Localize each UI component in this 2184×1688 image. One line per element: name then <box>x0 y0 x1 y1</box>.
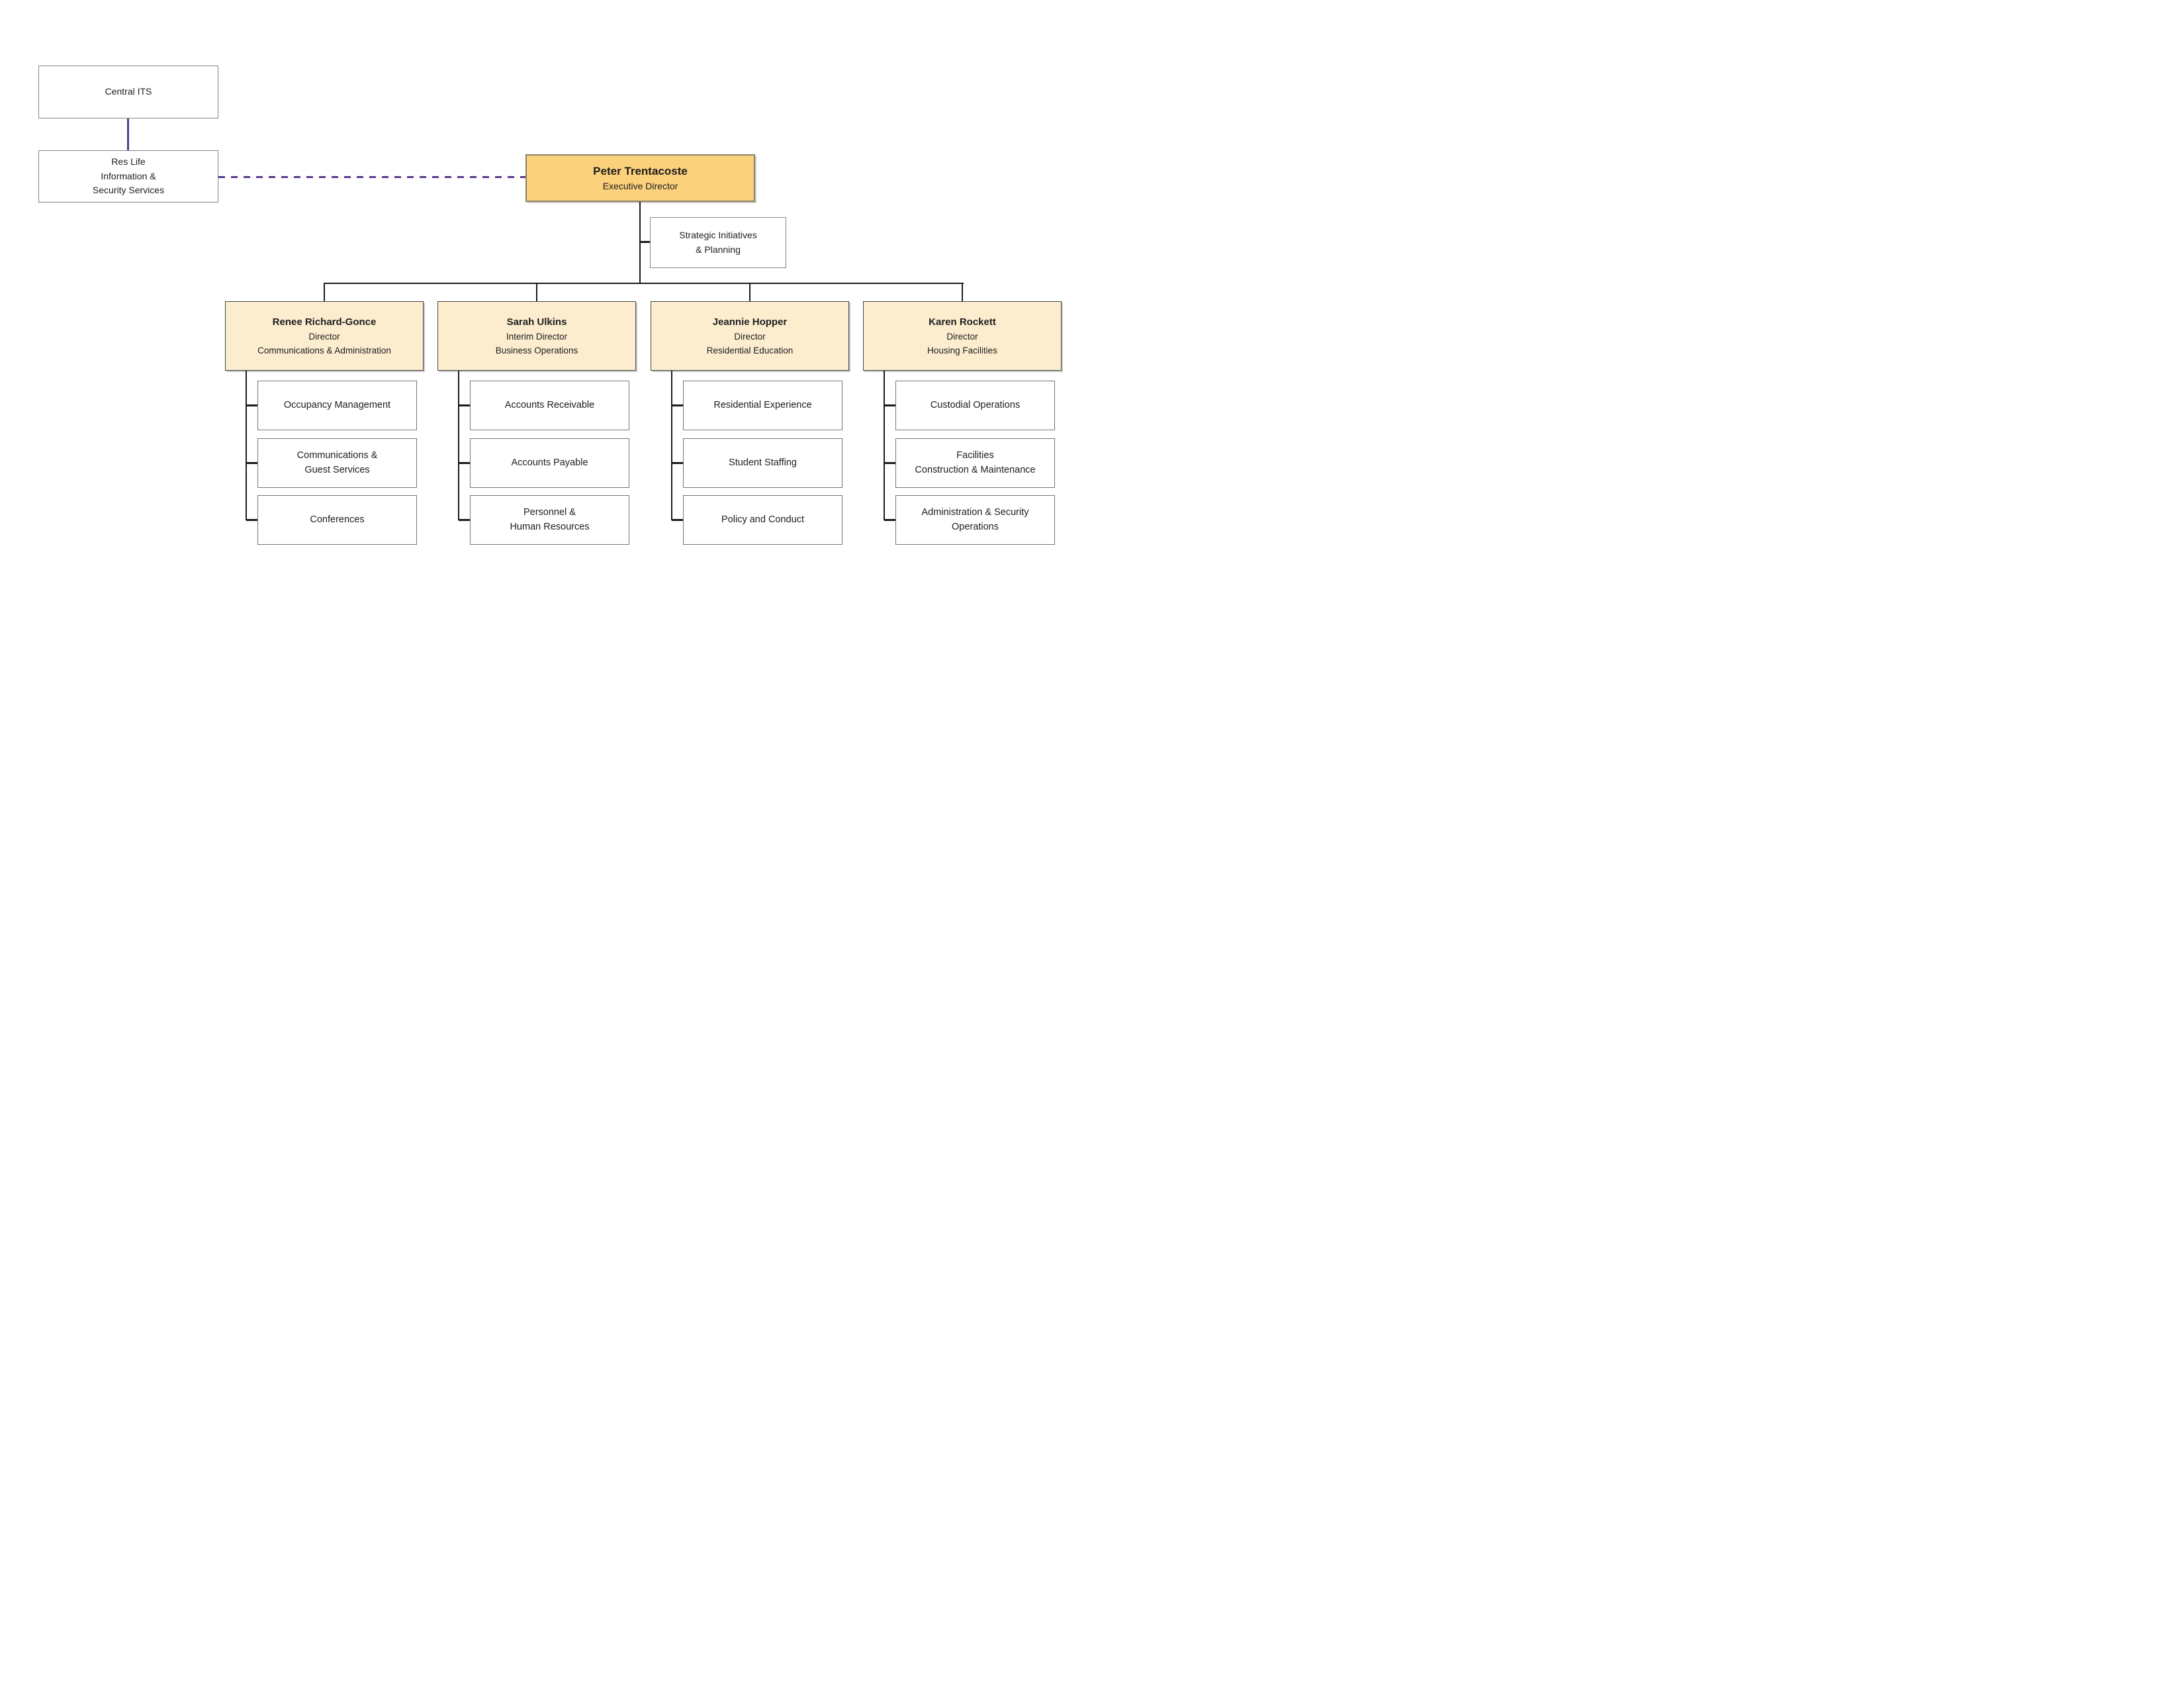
connector-stub-1-2 <box>459 519 470 521</box>
executive-title: Executive Director <box>602 181 678 192</box>
node-unit-administration-security-operations: Administration & Security Operations <box>895 495 1055 545</box>
unit-label: Occupancy Management <box>283 399 391 410</box>
unit-label: Facilities Construction & Maintenance <box>915 449 1036 475</box>
strategic-initiatives-label: Strategic Initiatives & Planning <box>679 229 757 255</box>
node-res-life-information-security: Res Life Information & Security Services <box>38 150 218 203</box>
director-department: Communications & Administration <box>257 345 391 355</box>
connector-stub-2-2 <box>672 519 683 521</box>
connector-drop-director-1 <box>536 283 537 301</box>
connector-stub-2-0 <box>672 404 683 406</box>
unit-label: Accounts Receivable <box>504 399 595 410</box>
director-department: Housing Facilities <box>927 345 997 355</box>
node-unit-conferences: Conferences <box>257 495 417 545</box>
unit-label: Personnel & Human Resources <box>510 506 590 532</box>
node-unit-accounts-receivable: Accounts Receivable <box>470 381 629 430</box>
connector-stub-0-2 <box>246 519 257 521</box>
connector-dashed-res-life-executive <box>218 176 525 178</box>
res-life-label: Res Life Information & Security Services <box>92 156 165 196</box>
node-unit-accounts-payable: Accounts Payable <box>470 438 629 488</box>
node-unit-personnel-human-resources: Personnel & Human Resources <box>470 495 629 545</box>
connector-central-its-res-life <box>127 118 129 150</box>
director-title: Director <box>946 331 978 342</box>
director-title: Interim Director <box>506 331 568 342</box>
connector-stub-0-1 <box>246 462 257 464</box>
connector-rail <box>324 283 964 284</box>
node-executive-director: Peter Trentacoste Executive Director <box>525 154 755 202</box>
director-name: Sarah Ulkins <box>506 316 567 328</box>
connector-drop-director-0 <box>324 283 325 301</box>
unit-label: Policy and Conduct <box>721 514 804 525</box>
unit-label: Residential Experience <box>713 399 812 410</box>
central-its-label: Central ITS <box>105 86 152 97</box>
connector-drop-director-3 <box>962 283 963 301</box>
director-name: Karen Rockett <box>929 316 996 328</box>
director-title: Director <box>734 331 766 342</box>
connector-spine-0 <box>246 371 247 520</box>
connector-stub-1-1 <box>459 462 470 464</box>
node-central-its: Central ITS <box>38 66 218 118</box>
unit-label: Conferences <box>310 514 365 525</box>
connector-spine-1 <box>458 371 459 520</box>
director-department: Business Operations <box>495 345 578 355</box>
node-unit-communications-guest-services: Communications & Guest Services <box>257 438 417 488</box>
connector-strategic-stub <box>639 241 650 243</box>
node-unit-policy-and-conduct: Policy and Conduct <box>683 495 842 545</box>
connector-spine-3 <box>884 371 885 520</box>
executive-name: Peter Trentacoste <box>593 164 688 177</box>
unit-label: Custodial Operations <box>930 399 1021 410</box>
connector-stub-3-1 <box>884 462 895 464</box>
node-director-housing-facilities: Karen Rockett Director Housing Facilitie… <box>863 301 1062 371</box>
connector-spine-2 <box>671 371 672 520</box>
connector-stub-3-0 <box>884 404 895 406</box>
node-director-business-operations: Sarah Ulkins Interim Director Business O… <box>437 301 636 371</box>
node-strategic-initiatives: Strategic Initiatives & Planning <box>650 217 786 268</box>
connector-stub-3-2 <box>884 519 895 521</box>
director-title: Director <box>308 331 340 342</box>
node-unit-facilities-construction-maintenance: Facilities Construction & Maintenance <box>895 438 1055 488</box>
director-name: Renee Richard-Gonce <box>272 316 377 328</box>
node-director-residential-education: Jeannie Hopper Director Residential Educ… <box>651 301 849 371</box>
connector-drop-director-2 <box>749 283 751 301</box>
unit-label: Administration & Security Operations <box>921 506 1029 532</box>
unit-label: Accounts Payable <box>511 457 588 468</box>
connector-stub-2-1 <box>672 462 683 464</box>
director-department: Residential Education <box>706 345 794 355</box>
director-name: Jeannie Hopper <box>712 316 788 328</box>
node-unit-custodial-operations: Custodial Operations <box>895 381 1055 430</box>
org-chart: Central ITS Res Life Information & Secur… <box>0 0 1092 844</box>
unit-label: Communications & Guest Services <box>296 449 378 475</box>
connector-stub-1-0 <box>459 404 470 406</box>
node-unit-residential-experience: Residential Experience <box>683 381 842 430</box>
connector-stub-0-0 <box>246 404 257 406</box>
unit-label: Student Staffing <box>729 457 797 468</box>
node-director-communications-administration: Renee Richard-Gonce Director Communicati… <box>225 301 424 371</box>
node-unit-student-staffing: Student Staffing <box>683 438 842 488</box>
node-unit-occupancy-management: Occupancy Management <box>257 381 417 430</box>
